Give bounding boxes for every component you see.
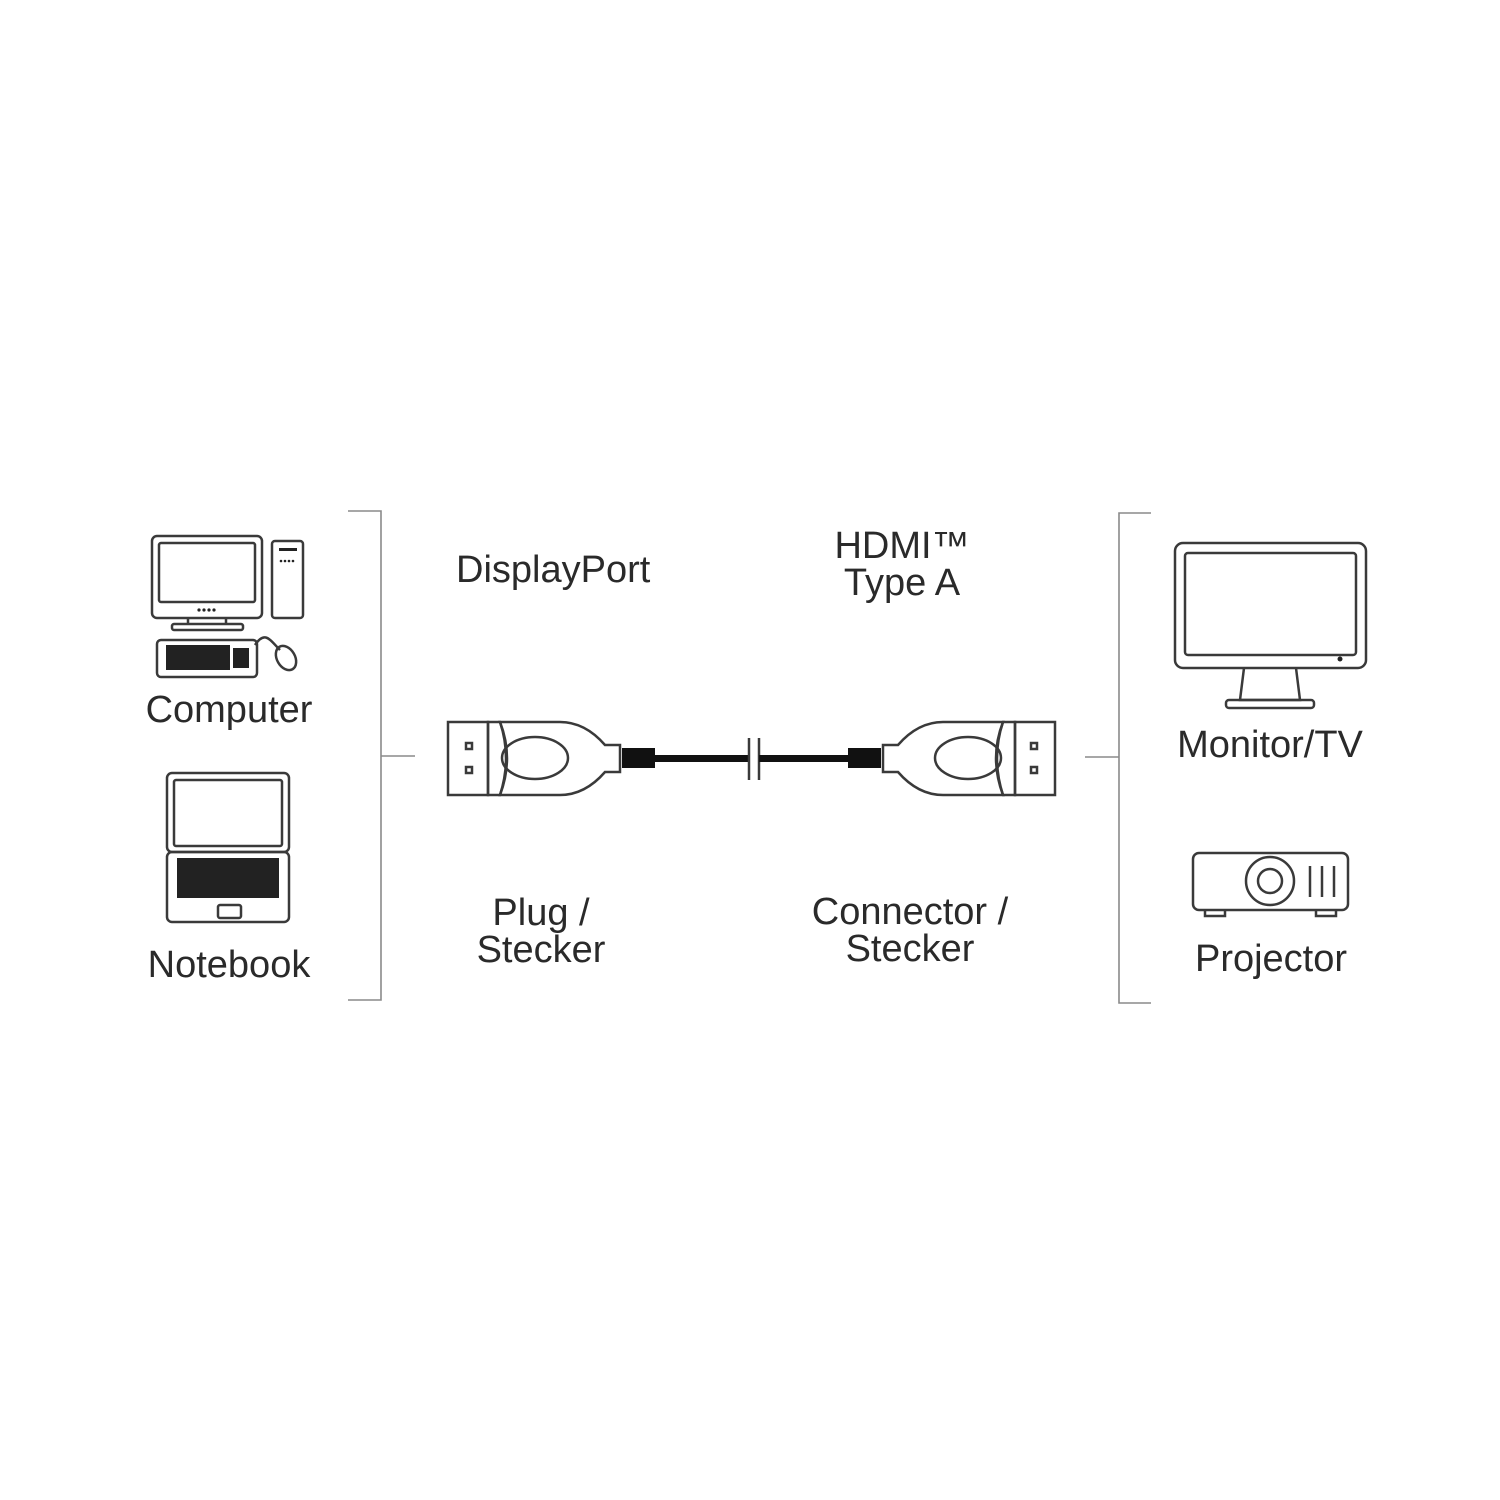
projector-icon: [1191, 851, 1350, 918]
plug-label: Plug /: [492, 892, 590, 934]
hdmi-type-label: Type A: [844, 562, 961, 604]
target-bracket: [1085, 512, 1151, 1004]
plug-stecker-label: Stecker: [477, 929, 606, 971]
displayport-plug-icon: [446, 720, 749, 797]
displayport-label: DisplayPort: [456, 549, 651, 591]
projector-label: Projector: [1195, 938, 1347, 980]
cable-illustration: [446, 720, 1057, 797]
hdmi-label: HDMI™: [834, 525, 969, 567]
connector-label: Connector /: [812, 891, 1009, 933]
hdmi-connector-icon: [759, 720, 1057, 797]
computer-icon: [150, 534, 305, 679]
notebook-label: Notebook: [148, 944, 312, 986]
monitor-icon: [1173, 541, 1368, 710]
notebook-icon: [165, 771, 291, 924]
source-bracket: [348, 510, 415, 1001]
connector-stecker-label: Stecker: [846, 928, 975, 970]
monitor-label: Monitor/TV: [1177, 724, 1363, 766]
computer-label: Computer: [146, 689, 313, 731]
